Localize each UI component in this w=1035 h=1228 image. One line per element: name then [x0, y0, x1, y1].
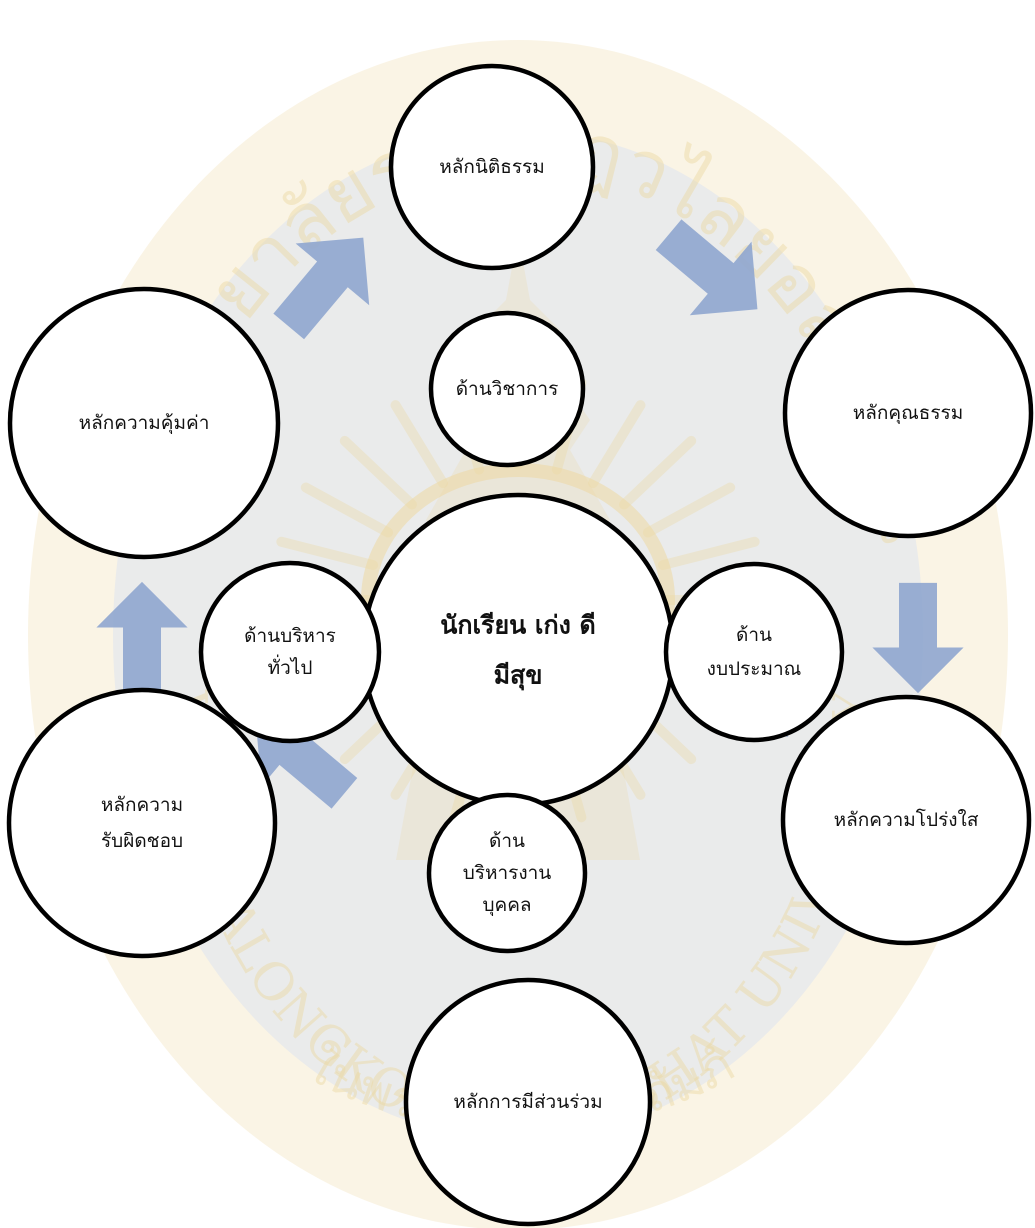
area-academic-label-line: ด้านวิชาการ	[456, 378, 559, 400]
center-goal-label-line: นักเรียน เก่ง ดี	[440, 611, 595, 640]
principle-transparency-label-line: หลักความโปร่งใส	[834, 808, 979, 831]
center-goal-circle	[360, 492, 676, 808]
arrow-accountability-to-value	[96, 581, 188, 693]
seal-ray	[657, 536, 760, 571]
center-goal-label-line: มีสุข	[494, 661, 543, 692]
principle-morality-circle	[782, 287, 1034, 539]
arrow-up-right-icon	[273, 237, 370, 340]
management-area-circles: ด้านวิชาการด้านงบประมาณด้านบริหารงานบุคค…	[198, 310, 845, 954]
principle-accountability-label-line: หลักความ	[101, 794, 183, 816]
principle-morality: หลักคุณธรรม	[782, 287, 1034, 539]
principle-participation: หลักการมีส่วนร่วม	[403, 977, 653, 1227]
area-general-label-line: ด้านบริหาร	[244, 625, 336, 647]
arrow-up-icon	[96, 581, 188, 693]
principle-participation-circle	[403, 977, 653, 1227]
principle-rule-of-law-label-line: หลักนิติธรรม	[439, 156, 545, 178]
seal-ray	[642, 482, 736, 538]
principle-value-for-money-label-line: หลักความคุ้มค่า	[79, 412, 210, 435]
area-budget-label-line: งบประมาณ	[707, 658, 802, 680]
arrow-down-right-icon	[655, 219, 758, 316]
principle-circles: หลักนิติธรรมหลักคุณธรรมหลักความโปร่งใสหล…	[6, 63, 1034, 1227]
principle-rule-of-law-circle	[388, 63, 596, 271]
arrow-morality-to-transparency	[872, 582, 964, 694]
principle-morality-label-line: หลักคุณธรรม	[853, 402, 964, 425]
principle-rule-of-law: หลักนิติธรรม	[388, 63, 596, 271]
arrow-value-to-rule	[273, 237, 370, 340]
area-academic: ด้านวิชาการ	[428, 310, 586, 468]
area-personnel-label-line: บริหารงาน	[463, 862, 552, 884]
area-budget-circle	[663, 561, 845, 743]
arrow-rule-to-morality	[655, 219, 758, 316]
seal-ray	[390, 400, 448, 489]
seal-ray	[300, 482, 394, 538]
principle-transparency: หลักความโปร่งใส	[780, 694, 1032, 946]
area-academic-circle	[428, 310, 586, 468]
area-personnel-label-line: บุคคล	[482, 894, 531, 917]
seal-ray	[339, 435, 417, 510]
area-personnel-label-line: ด้าน	[489, 830, 525, 852]
principle-value-for-money-circle	[7, 286, 281, 560]
principle-transparency-circle	[780, 694, 1032, 946]
center-goal: นักเรียน เก่ง ดีมีสุข	[360, 492, 676, 808]
area-general-circle	[198, 560, 382, 744]
center-circle-group: นักเรียน เก่ง ดีมีสุข	[360, 492, 676, 808]
area-personnel-circle	[426, 792, 588, 954]
principle-accountability-label-line: รับผิดชอบ	[101, 830, 183, 852]
principle-value-for-money: หลักความคุ้มค่า	[7, 286, 281, 560]
principle-participation-label-line: หลักการมีส่วนร่วม	[453, 1091, 602, 1113]
area-budget-label-line: ด้าน	[736, 624, 772, 646]
seal-ray	[588, 400, 646, 489]
seal-ray	[276, 536, 379, 571]
seal-ray	[619, 435, 697, 510]
principle-accountability-circle	[6, 687, 278, 959]
area-general-label-line: ทั่วไป	[268, 654, 313, 679]
arrow-down-icon	[872, 582, 964, 694]
